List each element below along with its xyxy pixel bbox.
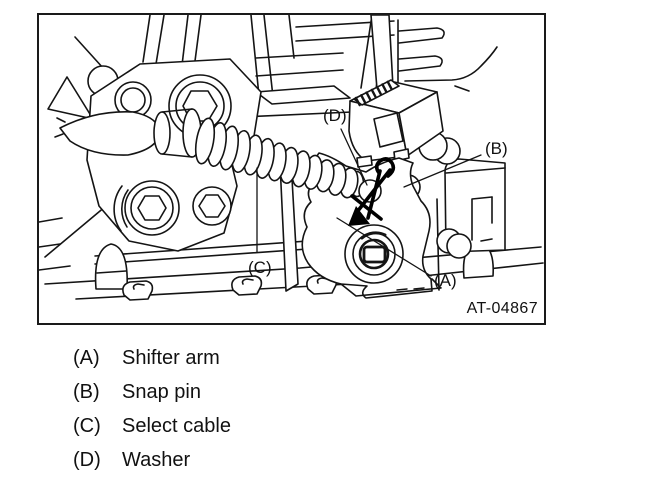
legend-tag: (C) (73, 414, 101, 437)
legend: (A) Shifter arm (B) Snap pin (C) Select … (73, 341, 231, 477)
legend-tag: (A) (73, 346, 100, 369)
callout-d: (D) (323, 106, 347, 125)
legend-row-c: (C) Select cable (73, 409, 231, 443)
callout-a: (A) (434, 271, 457, 290)
legend-label: Washer (122, 448, 191, 471)
callout-b: (B) (485, 139, 508, 158)
legend-tag: (D) (73, 448, 101, 471)
legend-row-d: (D) Washer (73, 443, 231, 477)
legend-label: Shifter arm (122, 346, 220, 369)
figure-box: (D) (B) (C) (A) AT-04867 (37, 13, 546, 325)
legend-label: Select cable (122, 414, 231, 437)
legend-row-a: (A) Shifter arm (73, 341, 231, 375)
legend-label: Snap pin (122, 380, 201, 403)
legend-tag: (B) (73, 380, 100, 403)
callout-c: (C) (248, 258, 272, 277)
line-art (39, 15, 544, 301)
legend-row-b: (B) Snap pin (73, 375, 231, 409)
figure-ref-code: AT-04867 (466, 300, 538, 317)
